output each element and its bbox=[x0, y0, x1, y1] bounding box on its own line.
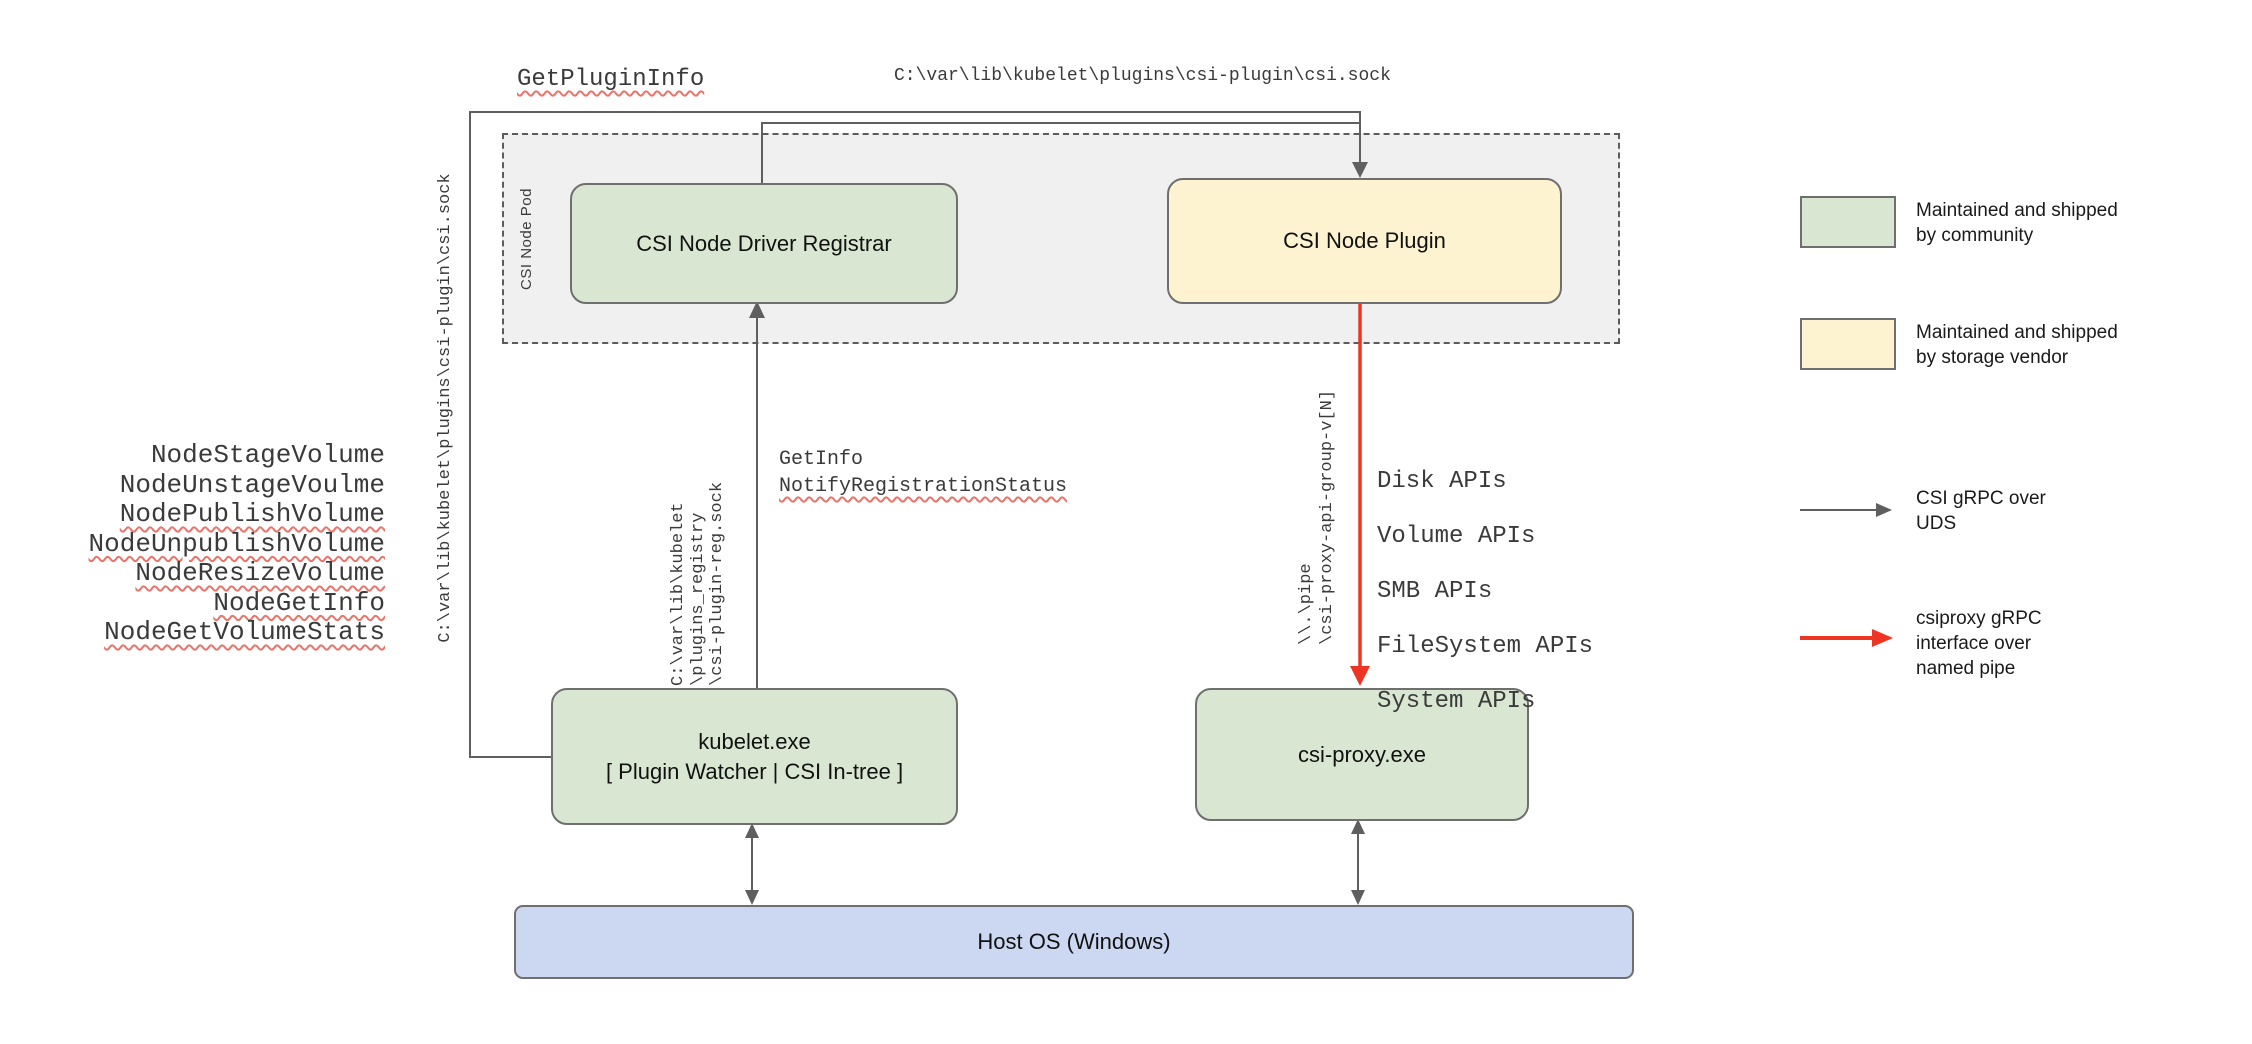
api-disk: Disk APIs bbox=[1377, 468, 1507, 495]
api-filesystem: FileSystem APIs bbox=[1377, 633, 1594, 660]
kubelet-hostos-arrowhead-top bbox=[745, 823, 759, 838]
kubelet-box: kubelet.exe [ Plugin Watcher | CSI In-tr… bbox=[551, 688, 958, 825]
csiproxy-hostos-arrowhead-bottom bbox=[1351, 890, 1365, 905]
csiproxy-hostos-arrowhead-top bbox=[1351, 819, 1365, 834]
registration-sock-path: C:\var\lib\kubelet \plugins_registry \cs… bbox=[669, 481, 727, 686]
csi-node-driver-registrar-box: CSI Node Driver Registrar bbox=[570, 183, 958, 304]
csi-proxy-box: csi-proxy.exe bbox=[1195, 688, 1529, 821]
api-group-list: Disk APIs Volume APIs SMB APIs FileSyste… bbox=[1377, 441, 1593, 743]
csi-node-pod-label: CSI Node Pod bbox=[518, 188, 535, 290]
node-rpc-list: NodeStageVolume NodeUnstageVoulme NodePu… bbox=[60, 440, 385, 648]
rpc-nodepublishvolume: NodePublishVolume bbox=[119, 499, 385, 529]
legend-pipe-arrowhead bbox=[1872, 629, 1893, 647]
legend-uds-arrowhead bbox=[1876, 503, 1892, 517]
kubelet-label-line1: kubelet.exe bbox=[698, 728, 811, 754]
plugin-label: CSI Node Plugin bbox=[1283, 228, 1446, 253]
api-volume: Volume APIs bbox=[1377, 523, 1536, 550]
csi-proxy-label: csi-proxy.exe bbox=[1298, 741, 1426, 767]
csi-node-plugin-box: CSI Node Plugin bbox=[1167, 178, 1562, 304]
rpc-nodegetinfo: NodeGetInfo bbox=[213, 587, 385, 618]
kubelet-hostos-arrowhead-bottom bbox=[745, 890, 759, 905]
legend-pipe-label: csiproxy gRPC interface over named pipe bbox=[1916, 608, 2042, 679]
registrar-label: CSI Node Driver Registrar bbox=[636, 230, 892, 256]
api-smb: SMB APIs bbox=[1377, 578, 1493, 605]
kubelet-label: kubelet.exe [ Plugin Watcher | CSI In-tr… bbox=[606, 727, 903, 787]
legend-vendor-label: Maintained and shipped by storage vendor bbox=[1916, 322, 2118, 368]
named-pipe-path: \\.\pipe \csi-proxy-api-group-v[N] bbox=[1297, 389, 1337, 645]
rpc-nodegetvolumestats: NodeGetVolumeStats bbox=[104, 617, 385, 647]
legend-uds-label: CSI gRPC over UDS bbox=[1916, 488, 2046, 534]
notifyregistrationstatus-label: NotifyRegistrationStatus bbox=[779, 475, 1068, 498]
rpc-noderesizevolume: NodeResizeVolume bbox=[135, 558, 385, 588]
legend-community-label: Maintained and shipped by community bbox=[1916, 200, 2118, 246]
legend-vendor-swatch bbox=[1800, 318, 1896, 370]
legend-community-swatch bbox=[1800, 196, 1896, 248]
kubelet-label-line2: [ Plugin Watcher | CSI In-tree ] bbox=[605, 758, 904, 784]
rpc-nodeunstagevoulme: NodeUnstageVoulme bbox=[119, 469, 385, 500]
pipe-arrowhead bbox=[1350, 666, 1370, 686]
host-os-label: Host OS (Windows) bbox=[977, 929, 1171, 954]
rpc-nodestagevolume: NodeStageVolume bbox=[150, 440, 385, 470]
getinfo-label: GetInfo bbox=[779, 448, 864, 471]
getplugininfo-label: GetPluginInfo bbox=[517, 66, 705, 93]
csi-sock-path-label: C:\var\lib\kubelet\plugins\csi-plugin\cs… bbox=[894, 66, 1391, 86]
api-system: System APIs bbox=[1377, 688, 1536, 715]
left-vertical-sock-path: C:\var\lib\kubelet\plugins\csi-plugin\cs… bbox=[436, 173, 455, 643]
rpc-nodeunpublishvolume: NodeUnpublishVolume bbox=[88, 528, 385, 559]
host-os-box: Host OS (Windows) bbox=[514, 905, 1634, 979]
